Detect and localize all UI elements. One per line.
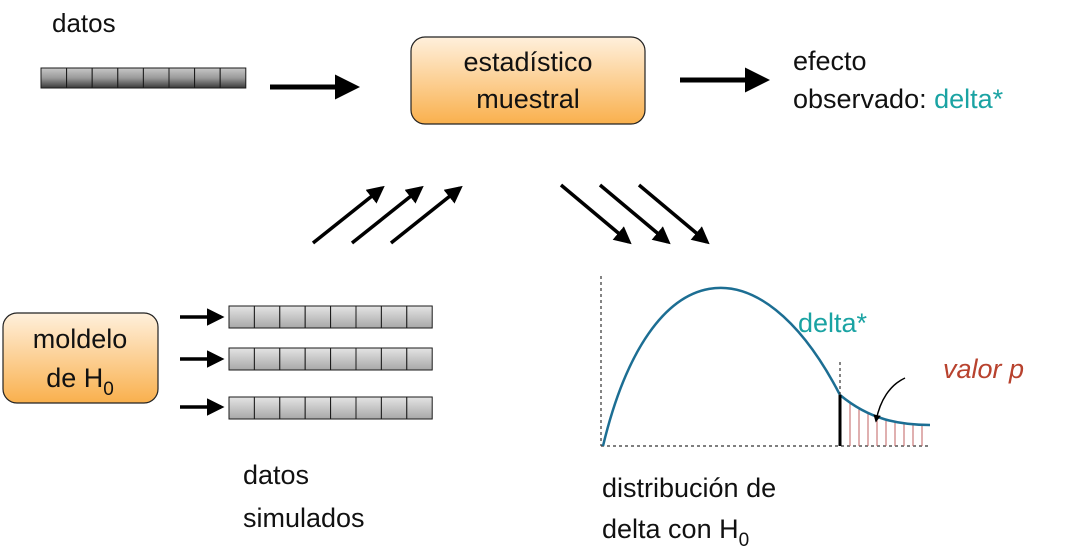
- observed-data-strip: [40, 67, 247, 89]
- data-cell: [279, 396, 306, 420]
- data-cell: [304, 305, 332, 329]
- data-cell: [142, 67, 170, 89]
- data-cell: [253, 305, 281, 329]
- statistic-label-line1: estadístico: [463, 47, 592, 77]
- data-cell: [40, 67, 68, 89]
- data-cell: [355, 396, 382, 420]
- data-cell: [330, 347, 357, 371]
- effect-label-line1: efecto: [793, 46, 867, 76]
- model-box: [2, 312, 159, 404]
- simulated-data-strips: [228, 305, 433, 420]
- data-cell: [380, 396, 408, 420]
- data-cell: [380, 347, 408, 371]
- model-label-prefix: de H: [46, 363, 103, 393]
- data-cell: [168, 67, 196, 89]
- model-label-subscript: 0: [103, 379, 114, 400]
- model-label-line1: moldelo: [33, 324, 128, 354]
- statistic-box: [410, 36, 646, 125]
- effect-label-line2: observado: delta*: [793, 84, 1004, 114]
- data-cell: [406, 347, 433, 371]
- data-cell: [406, 396, 433, 420]
- effect-label-prefix: observado:: [793, 84, 934, 114]
- simulated-strip-row: [228, 396, 433, 420]
- arrow-down-3: [637, 183, 710, 245]
- data-cell: [253, 396, 281, 420]
- null-distribution-plot: [600, 276, 931, 447]
- data-cell: [253, 347, 281, 371]
- arrow-up-1: [311, 185, 385, 245]
- data-cell: [279, 305, 306, 329]
- data-cell: [228, 347, 255, 371]
- effect-delta-value: delta*: [934, 84, 1004, 114]
- data-cell: [194, 67, 221, 89]
- data-cell: [219, 67, 247, 89]
- data-strip-row: [40, 67, 247, 89]
- data-cell: [91, 67, 119, 89]
- data-cell: [330, 396, 357, 420]
- distribution-label-line1: distribución de: [602, 473, 776, 503]
- statistic-label-line2: muestral: [476, 84, 580, 114]
- data-cell: [406, 305, 433, 329]
- arrow-down-2: [598, 183, 671, 245]
- arrows-to-distribution: [559, 183, 710, 245]
- data-cell: [304, 396, 332, 420]
- p-value-area-hatching: [849, 402, 923, 446]
- data-cell: [228, 396, 255, 420]
- data-cell: [228, 305, 255, 329]
- simulated-label-line2: simulados: [243, 503, 365, 533]
- data-cell: [66, 67, 93, 89]
- data-cell: [117, 67, 144, 89]
- data-cell: [355, 347, 382, 371]
- distribution-label-prefix: delta con H: [602, 514, 739, 544]
- arrows-to-statistic: [311, 185, 463, 245]
- arrows-to-simulated: [180, 308, 225, 416]
- simulated-strip-row: [228, 305, 433, 329]
- simulated-label-line1: datos: [243, 460, 309, 490]
- model-label-line2: de H0: [46, 363, 114, 400]
- data-cell: [380, 305, 408, 329]
- data-cell: [279, 347, 306, 371]
- arrow-down-1: [559, 183, 632, 245]
- simulated-strip-row: [228, 347, 433, 371]
- distribution-label-line2: delta con H0: [602, 514, 749, 551]
- data-cell: [304, 347, 332, 371]
- arrow-up-2: [350, 185, 424, 245]
- data-cell: [330, 305, 357, 329]
- distribution-curve: [601, 286, 931, 447]
- p-value-pointer-arrow: [873, 377, 906, 423]
- curve-delta-label: delta*: [798, 308, 868, 338]
- p-value-label: valor p: [943, 354, 1024, 384]
- data-cell: [355, 305, 382, 329]
- arrow-up-3: [389, 185, 463, 245]
- distribution-label-subscript: 0: [739, 530, 750, 551]
- data-label: datos: [52, 8, 116, 38]
